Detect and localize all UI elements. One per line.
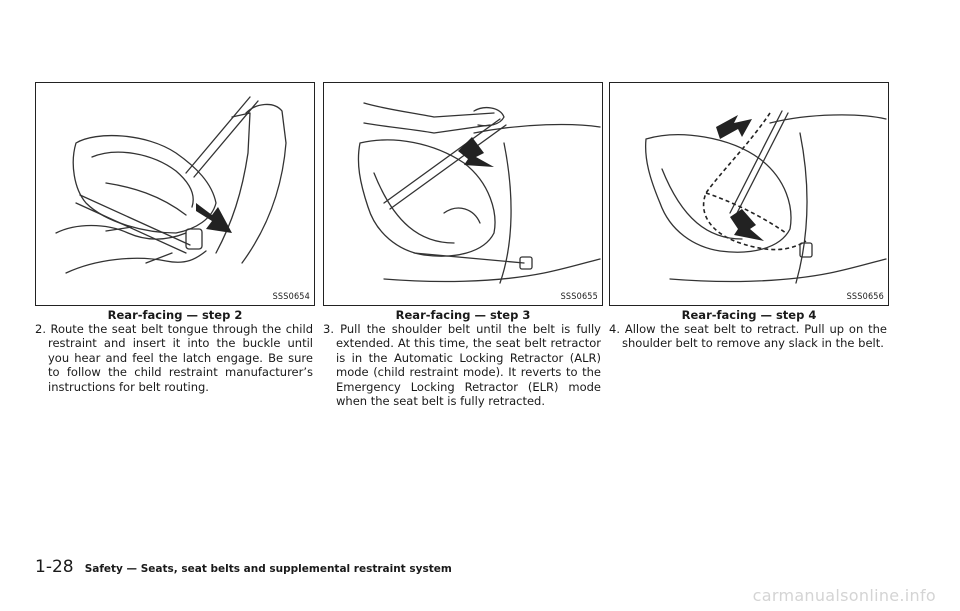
step-3-text: 3. Pull the shoulder belt until the belt… <box>323 322 601 409</box>
figure-code: SSS0654 <box>272 292 310 302</box>
step-2-text: 2. Route the seat belt tongue through th… <box>35 322 313 394</box>
figure-code: SSS0656 <box>846 292 884 302</box>
column-step-2: SSS0654 Rear-facing — step 2 2. Route th… <box>35 82 315 394</box>
figure-code: SSS0655 <box>560 292 598 302</box>
figure-caption: Rear-facing — step 4 <box>681 308 817 322</box>
page-footer: 1-28 Safety — Seats, seat belts and supp… <box>35 557 452 577</box>
column-step-4: SSS0656 Rear-facing — step 4 4. Allow th… <box>609 82 889 351</box>
step-4-text: 4. Allow the seat belt to retract. Pull … <box>609 322 887 351</box>
figure-step-4: SSS0656 <box>609 82 889 306</box>
page-number: 1-28 <box>35 557 74 577</box>
watermark: carmanualsonline.info <box>752 586 936 605</box>
section-title: Safety — Seats, seat belts and supplemen… <box>84 563 452 575</box>
child-seat-belt-tongue-illustration-icon <box>55 96 287 274</box>
column-step-3: SSS0655 Rear-facing — step 3 3. Pull the… <box>323 82 603 408</box>
child-seat-shoulder-belt-illustration-icon <box>357 102 601 284</box>
figure-step-3: SSS0655 <box>323 82 603 306</box>
figure-caption: Rear-facing — step 3 <box>395 308 531 322</box>
figure-step-2: SSS0654 <box>35 82 315 306</box>
child-seat-retract-belt-illustration-icon <box>644 110 887 284</box>
figure-caption: Rear-facing — step 2 <box>107 308 243 322</box>
